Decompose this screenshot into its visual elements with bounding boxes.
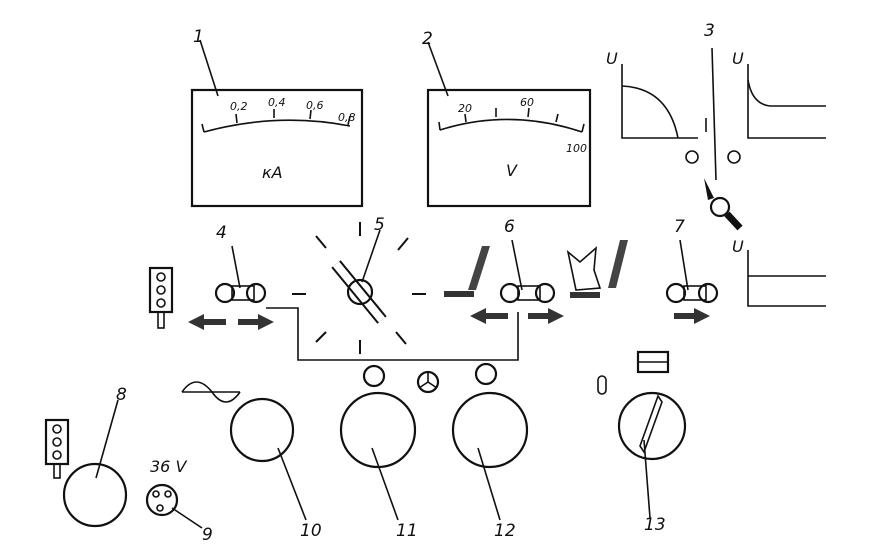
- leader-line-1: [199, 39, 219, 97]
- voltmeter: 20 60 100 V: [426, 88, 592, 208]
- rays: [292, 222, 426, 354]
- crater-symbol-icon: [566, 246, 602, 291]
- ammeter-frame: [190, 88, 364, 208]
- graph-axis-label: U: [732, 237, 744, 256]
- characteristic-graph-constant: U: [732, 237, 826, 307]
- ammeter-tick-label: 0,2: [230, 100, 248, 113]
- label-11: 11: [396, 521, 418, 541]
- label-5: 5: [374, 215, 385, 235]
- socket-36v[interactable]: [145, 483, 179, 517]
- fuse-icon: [597, 375, 607, 395]
- leader-line-6: [511, 239, 523, 291]
- leader-line-3: [711, 47, 717, 181]
- label-12: 12: [494, 521, 516, 541]
- label-7: 7: [674, 217, 685, 237]
- leader-line-7: [679, 239, 689, 291]
- graph-axis-label: U: [732, 49, 744, 68]
- toggle-switch-6[interactable]: [499, 282, 556, 304]
- label-4: 4: [216, 223, 227, 243]
- knob-10[interactable]: [229, 397, 295, 463]
- knob-11[interactable]: [339, 391, 417, 469]
- leader-line-8: [95, 399, 119, 479]
- indicator-slash: [608, 240, 628, 288]
- indicator-slash: [468, 246, 490, 290]
- sine-wave-icon: [181, 381, 241, 403]
- label-6: 6: [504, 217, 515, 237]
- label-8: 8: [116, 385, 127, 405]
- indicator-bar: [444, 291, 474, 297]
- selector-contact: [727, 150, 741, 164]
- leader-line-10: [277, 447, 307, 521]
- label-10: 10: [300, 521, 322, 541]
- ammeter-unit: кА: [262, 163, 283, 182]
- characteristic-graph-flat: U: [732, 49, 826, 139]
- ammeter-tick-label: 0,6: [306, 99, 324, 112]
- leader-line-13: [643, 439, 651, 519]
- rotary-switch-5[interactable]: [331, 260, 387, 324]
- characteristic-selector-knob[interactable]: [704, 178, 743, 231]
- indicator-bar: [570, 292, 600, 298]
- socket-voltage-label: 36 V: [150, 457, 187, 476]
- graph-axis-label: U: [606, 49, 618, 68]
- voltmeter-tick-label: 60: [520, 96, 534, 109]
- ammeter-scale-arc: [203, 119, 351, 133]
- signal-lamp-column-1: [148, 266, 174, 329]
- voltmeter-unit: V: [506, 161, 518, 180]
- arrow-left-icon: [188, 314, 226, 330]
- arrow-right-icon: [674, 308, 710, 324]
- ammeter-tick-label: 0,4: [268, 96, 286, 109]
- indicator-lamp: [362, 364, 386, 388]
- toggle-switch-7[interactable]: [665, 282, 719, 304]
- knob-12[interactable]: [451, 391, 529, 469]
- leader-line-4: [231, 245, 241, 289]
- fan-icon: [416, 370, 440, 394]
- label-9: 9: [202, 525, 213, 545]
- voltmeter-tick-label: 100: [566, 142, 587, 155]
- leader-line-2: [427, 41, 449, 97]
- signal-lamp-column-2: [44, 418, 70, 479]
- voltmeter-scale-arc: [439, 118, 583, 133]
- characteristic-graph-drooping: U: [606, 49, 698, 139]
- voltmeter-frame: [426, 88, 592, 208]
- ammeter-tick-label: 0,8: [338, 111, 356, 124]
- label-1: 1: [193, 27, 204, 47]
- wiring-link: [266, 307, 519, 361]
- arrow-right-icon: [238, 314, 274, 330]
- label-3: 3: [704, 21, 715, 41]
- label-13: 13: [644, 515, 666, 535]
- relay-coil-icon: [636, 350, 670, 374]
- arrow-left-icon: [470, 308, 508, 324]
- switch-13[interactable]: [617, 391, 687, 461]
- selector-contact: [685, 150, 699, 164]
- leader-line-5: [361, 229, 381, 283]
- leader-line-12: [477, 447, 501, 521]
- toggle-switch-4[interactable]: [214, 282, 267, 304]
- voltmeter-tick-label: 20: [458, 102, 472, 115]
- ammeter: 0,2 0,4 0,6 0,8 кА: [190, 88, 364, 208]
- label-2: 2: [422, 29, 433, 49]
- indicator-lamp: [474, 362, 498, 386]
- knob-8[interactable]: [62, 462, 128, 528]
- leader-line-9: [171, 507, 203, 529]
- leader-line-11: [371, 447, 399, 521]
- arrow-right-icon: [528, 308, 564, 324]
